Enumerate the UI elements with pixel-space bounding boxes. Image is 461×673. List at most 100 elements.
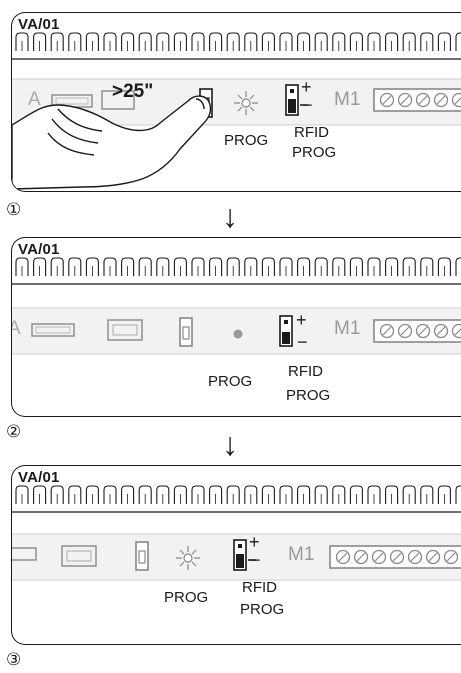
label-rfid: RFID: [294, 124, 329, 141]
connector-pin: [103, 32, 117, 51]
connector-pin: [244, 257, 258, 276]
connector-pin: [367, 257, 381, 276]
terminal-screw-slot: [338, 552, 348, 562]
connector-pin: [420, 485, 434, 504]
connector-pin: [385, 257, 399, 276]
connector-pin: [455, 257, 461, 276]
label-m1: M1: [288, 544, 315, 565]
connector-pin: [15, 485, 29, 504]
label-plus: +: [296, 310, 307, 330]
connector-pin: [156, 485, 170, 504]
connector-pin: [437, 32, 451, 51]
connector-pin: [85, 257, 99, 276]
pin-header-connector: [31, 323, 75, 337]
connector-pin: [121, 32, 135, 51]
connector-pins: [15, 32, 461, 51]
terminal-screw-slot: [374, 552, 384, 562]
label-minus: −: [250, 550, 261, 570]
terminal-screw: [451, 92, 461, 108]
terminal-screw-slot: [392, 552, 402, 562]
connector-pin: [209, 32, 223, 51]
label-rfid-prog: PROG: [286, 387, 331, 404]
panel-step-3: VA/01 + − PROG RFID PROG M1: [11, 465, 461, 645]
device-title: VA/01: [18, 469, 60, 486]
connector-pin: [420, 32, 434, 51]
connector-pin: [420, 257, 434, 276]
label-plus: +: [249, 532, 260, 552]
terminal-screw-slot: [454, 328, 461, 336]
connector-pin: [209, 257, 223, 276]
seconds-label: >25": [112, 81, 154, 102]
led-off: [233, 329, 243, 339]
label-prog: PROG: [208, 373, 253, 390]
rfid-jumper: [279, 315, 293, 347]
connector-pin: [15, 257, 29, 276]
connector-pin: [349, 32, 363, 51]
connector-pin: [209, 485, 223, 504]
connector-pin: [173, 32, 187, 51]
label-plus: +: [301, 77, 312, 97]
connector-pin: [297, 257, 311, 276]
connector-pin: [367, 485, 381, 504]
usb-port: [61, 545, 97, 567]
panel-step-1: VA/01 A >25" PROG + − RFID PROG M1: [11, 12, 461, 192]
connector-pin: [402, 485, 416, 504]
terminal-screw-slot: [382, 95, 392, 105]
connector-pin: [138, 485, 152, 504]
label-a: A: [28, 89, 41, 110]
panel-1-drawing: [12, 32, 461, 190]
connector-pin: [191, 32, 205, 51]
terminal-block: [373, 88, 461, 112]
terminal-screw-slot: [382, 326, 392, 336]
connector-pin: [332, 485, 346, 504]
usb-port: [101, 90, 135, 110]
connector-pin: [367, 32, 381, 51]
label-prog: PROG: [164, 589, 209, 606]
terminal-block: [373, 319, 461, 343]
label-rfid-prog: PROG: [292, 144, 337, 161]
connector-pin: [138, 257, 152, 276]
arrow-down-icon: ↓: [222, 198, 238, 234]
connector-pin: [191, 485, 205, 504]
connector-pin: [103, 257, 117, 276]
terminal-screw-slot: [446, 552, 456, 562]
led-blinking: [176, 546, 200, 570]
connector-pin: [314, 32, 328, 51]
connector-pin: [121, 485, 135, 504]
terminal-screw: [451, 323, 461, 339]
terminal-screw-slot: [418, 95, 428, 105]
step-number-2: ②: [6, 422, 22, 441]
step-number-3: ③: [6, 650, 22, 669]
label-minus: −: [297, 332, 308, 352]
connector-pin: [103, 485, 117, 504]
connector-pin: [385, 32, 399, 51]
prog-button: [179, 317, 193, 347]
label-m1: M1: [334, 89, 361, 110]
label-rfid-prog: PROG: [240, 601, 285, 618]
connector-pin: [437, 485, 451, 504]
label-m1: M1: [334, 318, 361, 339]
step-number-1: ①: [6, 200, 22, 219]
connector-pin: [314, 257, 328, 276]
connector-pin: [156, 32, 170, 51]
label-rfid: RFID: [288, 363, 323, 380]
label-a: A: [12, 318, 21, 340]
connector-pin: [297, 485, 311, 504]
connector-pin: [297, 32, 311, 51]
connector-pin: [121, 257, 135, 276]
panel-2-drawing: [12, 257, 461, 355]
usb-port: [107, 319, 143, 341]
connector-pin: [191, 257, 205, 276]
hand-pressing-icon: [12, 95, 212, 190]
connector-pin: [173, 485, 187, 504]
terminal-screw-slot: [454, 97, 461, 105]
connector-pins: [15, 257, 461, 276]
terminal-screw-slot: [400, 95, 410, 105]
connector-pin: [68, 257, 82, 276]
connector-pin: [33, 32, 47, 51]
connector-pin: [261, 257, 275, 276]
device-title: VA/01: [18, 16, 60, 33]
connector-pin: [279, 32, 293, 51]
connector-pin: [279, 485, 293, 504]
label-minus: −: [302, 95, 313, 115]
